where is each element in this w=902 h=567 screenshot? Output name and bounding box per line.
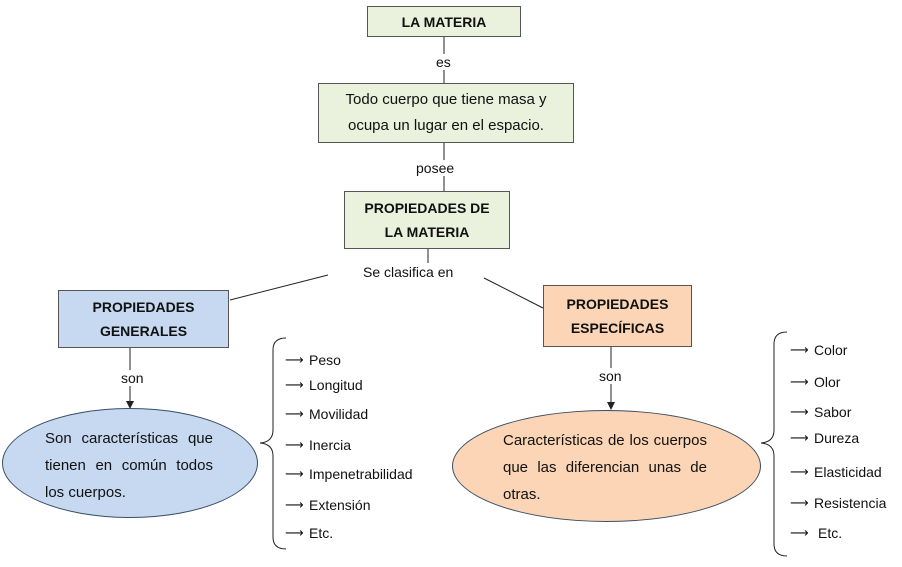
list-item-label: Resistencia	[814, 495, 887, 511]
list-item: ⟶ Peso	[285, 352, 341, 368]
list-item: ⟶ Resistencia	[790, 495, 886, 511]
specific-description-ellipse	[452, 410, 761, 522]
properties-box: PROPIEDADES DE LA MATERIA	[344, 191, 510, 249]
general-link-son: son	[119, 370, 146, 386]
list-item-label: Etc.	[818, 525, 843, 541]
arrow-right-icon: ⟶	[285, 377, 304, 392]
arrow-right-icon: ⟶	[790, 430, 809, 445]
arrow-right-icon: ⟶	[790, 404, 809, 419]
specific-properties-box: PROPIEDADES ESPECÍFICAS	[543, 285, 692, 347]
list-item: ⟶ Movilidad	[285, 406, 368, 422]
list-item-label: Inercia	[309, 437, 352, 453]
arrow-right-icon: ⟶	[285, 466, 304, 481]
list-item-label: Impenetrabilidad	[309, 466, 413, 482]
specific-arrowhead	[607, 402, 615, 410]
title-text: LA MATERIA	[401, 13, 487, 30]
specific-link-son: son	[597, 368, 624, 384]
list-item: ⟶ Extensión	[285, 497, 370, 513]
arrow-right-icon: ⟶	[285, 406, 304, 421]
list-item-label: Color	[814, 342, 848, 358]
arrow-right-icon: ⟶	[790, 342, 809, 357]
list-item-label: Sabor	[814, 404, 852, 420]
properties-text: PROPIEDADES DE LA MATERIA	[364, 200, 490, 240]
definition-box: Todo cuerpo que tiene masa y ocupa un lu…	[318, 83, 574, 143]
list-item-label: Dureza	[814, 430, 860, 446]
definition-text: Todo cuerpo que tiene masa y ocupa un lu…	[345, 91, 547, 134]
general-properties-title: PROPIEDADES GENERALES	[92, 299, 195, 339]
link-posee: posee	[414, 160, 457, 176]
general-branch-line	[229, 274, 329, 301]
list-item-label: Extensión	[309, 497, 371, 513]
list-item-label: Movilidad	[309, 406, 369, 422]
list-item-label: Elasticidad	[814, 464, 882, 480]
arrow-right-icon: ⟶	[285, 352, 304, 367]
general-properties-box: PROPIEDADES GENERALES	[58, 290, 229, 348]
list-item: ⟶ Dureza	[790, 430, 859, 446]
general-brace	[259, 337, 287, 550]
link-clasifica: Se clasifica en	[361, 264, 456, 280]
specific-branch-line	[483, 277, 544, 309]
arrow-right-icon: ⟶	[285, 525, 304, 540]
arrow-right-icon: ⟶	[790, 374, 809, 389]
specific-brace	[760, 331, 788, 557]
specific-properties-title: PROPIEDADES ESPECÍFICAS	[566, 296, 669, 336]
general-arrowhead	[126, 401, 134, 409]
list-item: ⟶ Olor	[790, 374, 840, 390]
arrow-right-icon: ⟶	[790, 464, 809, 479]
list-item: ⟶ Sabor	[790, 404, 851, 420]
arrow-right-icon: ⟶	[285, 437, 304, 452]
list-item: ⟶ Elasticidad	[790, 464, 882, 480]
list-item-label: Peso	[309, 352, 341, 368]
list-item: ⟶ Longitud	[285, 377, 363, 393]
arrow-right-icon: ⟶	[285, 497, 304, 512]
arrow-right-icon: ⟶	[790, 495, 809, 510]
arrow-right-icon: ⟶	[790, 525, 809, 540]
specific-description-text: Características de los cuerpos que las d…	[503, 432, 707, 503]
link-es: es	[434, 54, 453, 70]
list-item: ⟶ Color	[790, 342, 847, 358]
list-item: ⟶ Inercia	[285, 437, 351, 453]
list-item: ⟶ Impenetrabilidad	[285, 466, 413, 482]
list-item: ⟶ Etc.	[790, 525, 842, 541]
list-item-label: Olor	[814, 374, 841, 390]
list-item-label: Longitud	[309, 377, 363, 393]
list-item: ⟶ Etc.	[285, 525, 333, 541]
general-description-ellipse	[2, 408, 258, 518]
list-item-label: Etc.	[309, 525, 334, 541]
title-box: LA MATERIA	[367, 6, 521, 37]
general-description-text: Son características que tienen en común …	[45, 430, 213, 501]
